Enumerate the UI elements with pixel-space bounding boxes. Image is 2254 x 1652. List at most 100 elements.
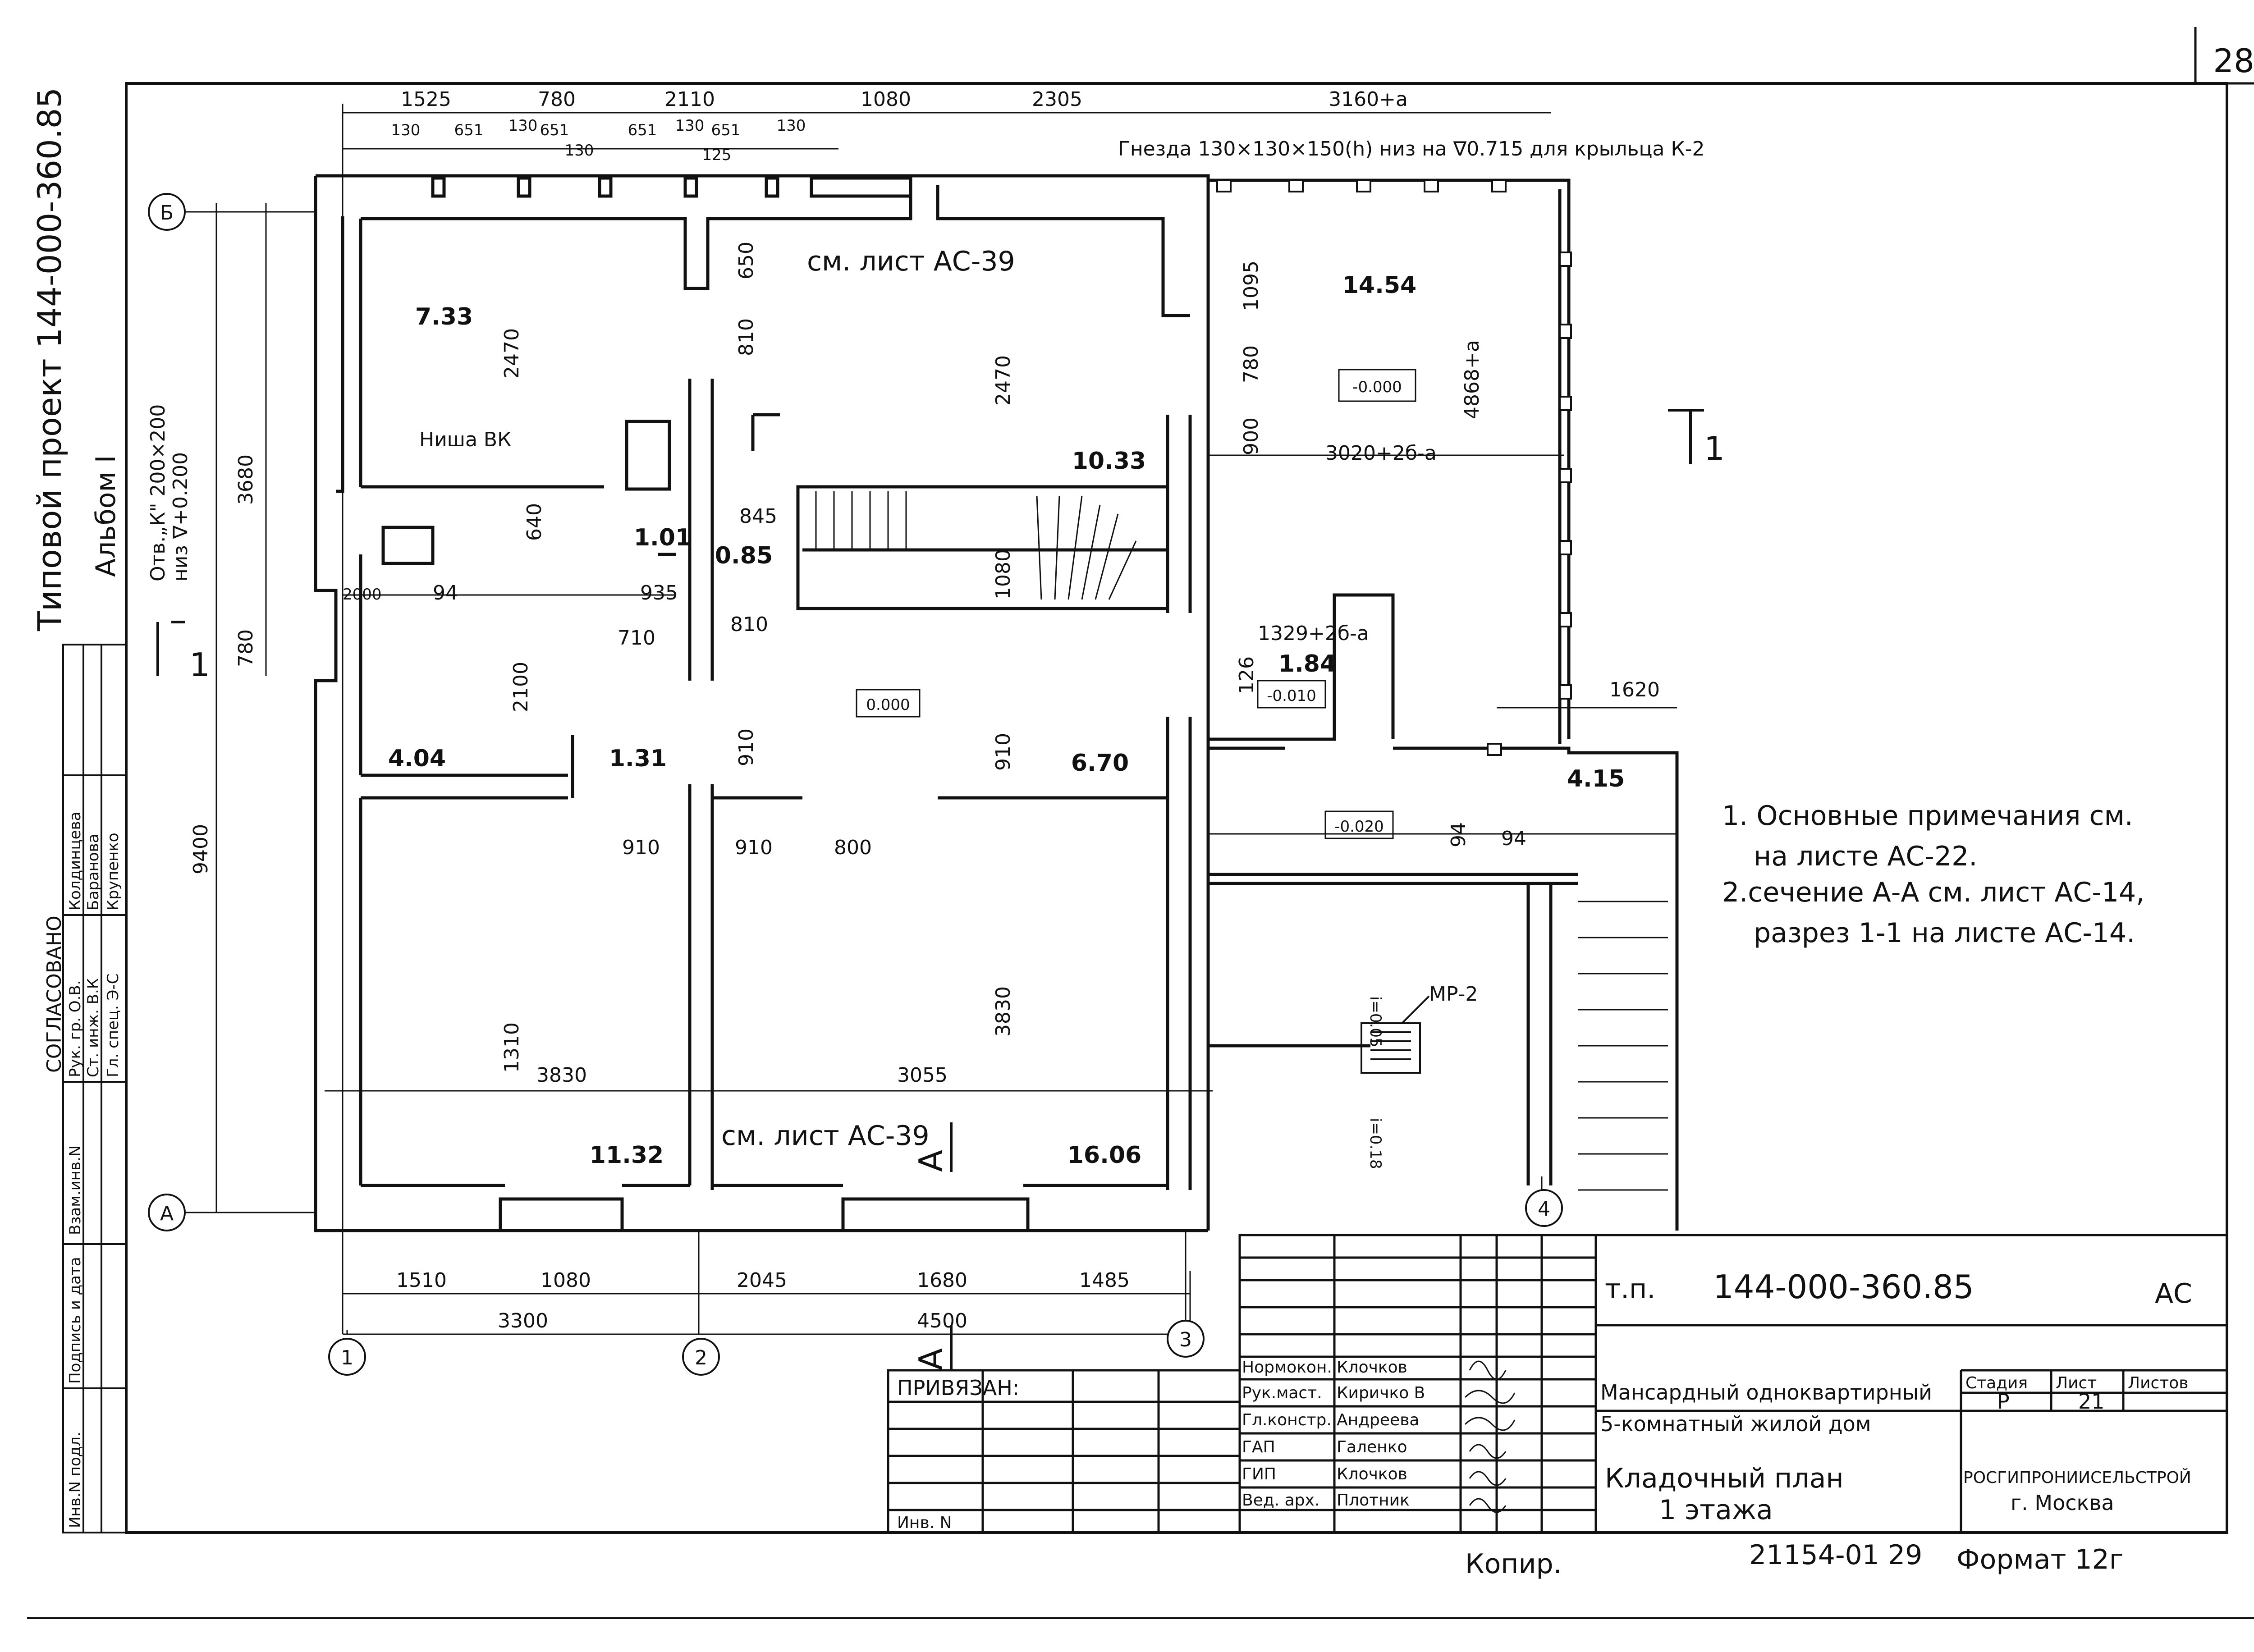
footer-format: Формат 12г xyxy=(1956,1544,2123,1575)
mr2-label: МР-2 xyxy=(1429,983,1478,1006)
inner-dim-650: 650 xyxy=(735,242,758,279)
stamp-vzam: Взам.инв.N xyxy=(66,1145,84,1235)
approval-name-2: Баранова xyxy=(84,834,102,911)
inner-dim-1620: 910 xyxy=(992,733,1015,771)
approval-stamp xyxy=(62,644,127,1533)
inner-dim-845: 845 xyxy=(739,505,777,528)
nests-note: Гнезда 130×130×150(h) низ на ∇0.715 для … xyxy=(1118,137,1704,160)
approval-role-2: Ст. инж. В.К xyxy=(84,978,102,1077)
dimension-lines xyxy=(215,104,1677,1335)
inner-dim-4255: 3055 xyxy=(897,1064,948,1087)
veranda-posts xyxy=(1216,179,1572,756)
note-line-4: разрез 1-1 на листе АС-14. xyxy=(1754,917,2135,949)
side-project-title: Типовой проект 144-000-360.85 xyxy=(31,87,69,632)
inner-dim-1310: 800 xyxy=(834,836,872,859)
inner-dim-810: 810 xyxy=(730,613,768,636)
inner-dim-3830-b: 3830 xyxy=(992,986,1015,1037)
top-sub-3: 130 xyxy=(509,117,538,135)
axis-bubbles xyxy=(148,193,1563,1376)
tb-name-5: Клочков xyxy=(1337,1465,1407,1483)
inner-dim-1095: 1095 xyxy=(1240,261,1263,311)
tb-inv: Инв. N xyxy=(897,1514,952,1532)
tb-name-4: Галенко xyxy=(1337,1438,1407,1456)
tb-org-2: г. Москва xyxy=(2011,1491,2114,1515)
inner-dim-710: 710 xyxy=(618,627,655,650)
approval-name-1: Колдинцева xyxy=(66,812,84,911)
opening-k-level: низ ∇+0.200 xyxy=(169,452,192,581)
room-area-6-70: 6.70 xyxy=(1071,750,1129,777)
niche-vk-label: Ниша ВК xyxy=(419,428,511,451)
room-area-10-33: 10.33 xyxy=(1072,448,1146,475)
tb-sheet-title-1: Кладочный план xyxy=(1605,1463,1844,1494)
left-dim-9400: 9400 xyxy=(189,824,212,874)
bottom-dim-1680: 1680 xyxy=(917,1269,967,1292)
level-mark-1: -0.000 xyxy=(1352,378,1402,396)
top-sub-8: 651 xyxy=(711,121,741,139)
room-area-1-01: 1.01 xyxy=(634,524,692,551)
slope-018: i=0.18 xyxy=(1366,1118,1384,1169)
axis-label-2: 2 xyxy=(695,1346,707,1369)
room-area-1-31: 1.31 xyxy=(609,745,667,772)
slope-005: i=0.05 xyxy=(1366,996,1384,1048)
see-sheet-top: см. лист АС-39 xyxy=(807,246,1015,277)
tb-list-h: Лист xyxy=(2056,1374,2097,1392)
tb-sheet-title-2: 1 этажа xyxy=(1659,1494,1773,1526)
inner-dim-1006: 1620 xyxy=(1609,678,1660,701)
top-dim-4: 1080 xyxy=(861,88,911,111)
axis-label-1: 1 xyxy=(341,1346,353,1369)
inner-dim-1080-v: 1080 xyxy=(992,549,1015,599)
inner-dim-910-b: 126 xyxy=(1235,656,1258,694)
inner-dim-810-v: 810 xyxy=(735,318,758,356)
axis-label-b: Б xyxy=(160,201,174,224)
top-sub-7: 130 xyxy=(675,117,705,135)
top-dim-5: 2305 xyxy=(1032,88,1082,111)
top-sub-9: 130 xyxy=(777,117,806,135)
approval-role-1: Рук. гр. О.В. xyxy=(66,980,84,1077)
room-area-0-85: 0.85 xyxy=(715,542,773,569)
opening-k-label: Отв.„К" 200×200 xyxy=(147,404,170,581)
tb-role-1: Нормокон. xyxy=(1242,1358,1332,1377)
tb-role-2: Рук.маст. xyxy=(1242,1384,1322,1402)
top-dim-6: 3160+а xyxy=(1329,88,1408,111)
tb-role-3: Гл.констр. xyxy=(1242,1411,1332,1429)
top-dim-2: 780 xyxy=(538,88,576,111)
footer-copy: Копир. xyxy=(1465,1548,1562,1580)
room-area-4-15: 4.15 xyxy=(1567,765,1625,792)
inner-dim-3020: 3020+2б-а xyxy=(1325,442,1437,465)
axis-label-3: 3 xyxy=(1179,1328,1192,1351)
axis-label-4: 4 xyxy=(1538,1198,1550,1221)
note-line-3: 2.сечение А-А см. лист АС-14, xyxy=(1722,877,2144,908)
inner-dim-2470-b: 2470 xyxy=(992,355,1015,406)
drain-grate-mr2 xyxy=(1361,995,1430,1074)
inner-dim-900: 900 xyxy=(1240,417,1263,455)
tb-attached: ПРИВЯЗАН: xyxy=(897,1376,1019,1400)
room-area-1-84: 1.84 xyxy=(1278,650,1336,677)
tb-name-6: Плотник xyxy=(1337,1491,1410,1510)
tb-mark: АС xyxy=(2155,1278,2192,1309)
tb-project-title-2: 5-комнатный жилой дом xyxy=(1600,1412,1871,1436)
sheet-number: 28 xyxy=(2213,42,2254,80)
approval-name-3: Крупенко xyxy=(104,833,122,911)
stamp-inv: Инв.N подл. xyxy=(66,1432,84,1528)
room-area-4-04: 4.04 xyxy=(388,745,446,772)
inner-dim-3055: 3830 xyxy=(536,1064,587,1087)
section-a-bottom: А xyxy=(912,1348,950,1370)
note-line-1: 1. Основные примечания см. xyxy=(1722,800,2133,832)
top-sub-1: 130 xyxy=(391,121,421,139)
tb-code: 144-000-360.85 xyxy=(1713,1268,1974,1306)
stamp-podpis: Подпись и дата xyxy=(66,1257,84,1384)
signatures xyxy=(1464,1360,1516,1513)
tb-name-1: Клочков xyxy=(1337,1358,1407,1377)
walls xyxy=(314,174,1679,1232)
tb-code-prefix: т.п. xyxy=(1605,1273,1655,1305)
room-area-16-06: 16.06 xyxy=(1067,1142,1141,1169)
bottom-dim-1485: 1485 xyxy=(1079,1269,1130,1292)
axis-label-a: А xyxy=(160,1202,174,1225)
top-dim-1: 1525 xyxy=(401,88,451,111)
inner-dim-800: 910 xyxy=(735,836,773,859)
left-dim-3680: 3680 xyxy=(234,454,257,505)
tb-project-title-1: Мансардный одноквартирный xyxy=(1600,1380,1932,1405)
title-block-grid xyxy=(887,1234,2228,1534)
